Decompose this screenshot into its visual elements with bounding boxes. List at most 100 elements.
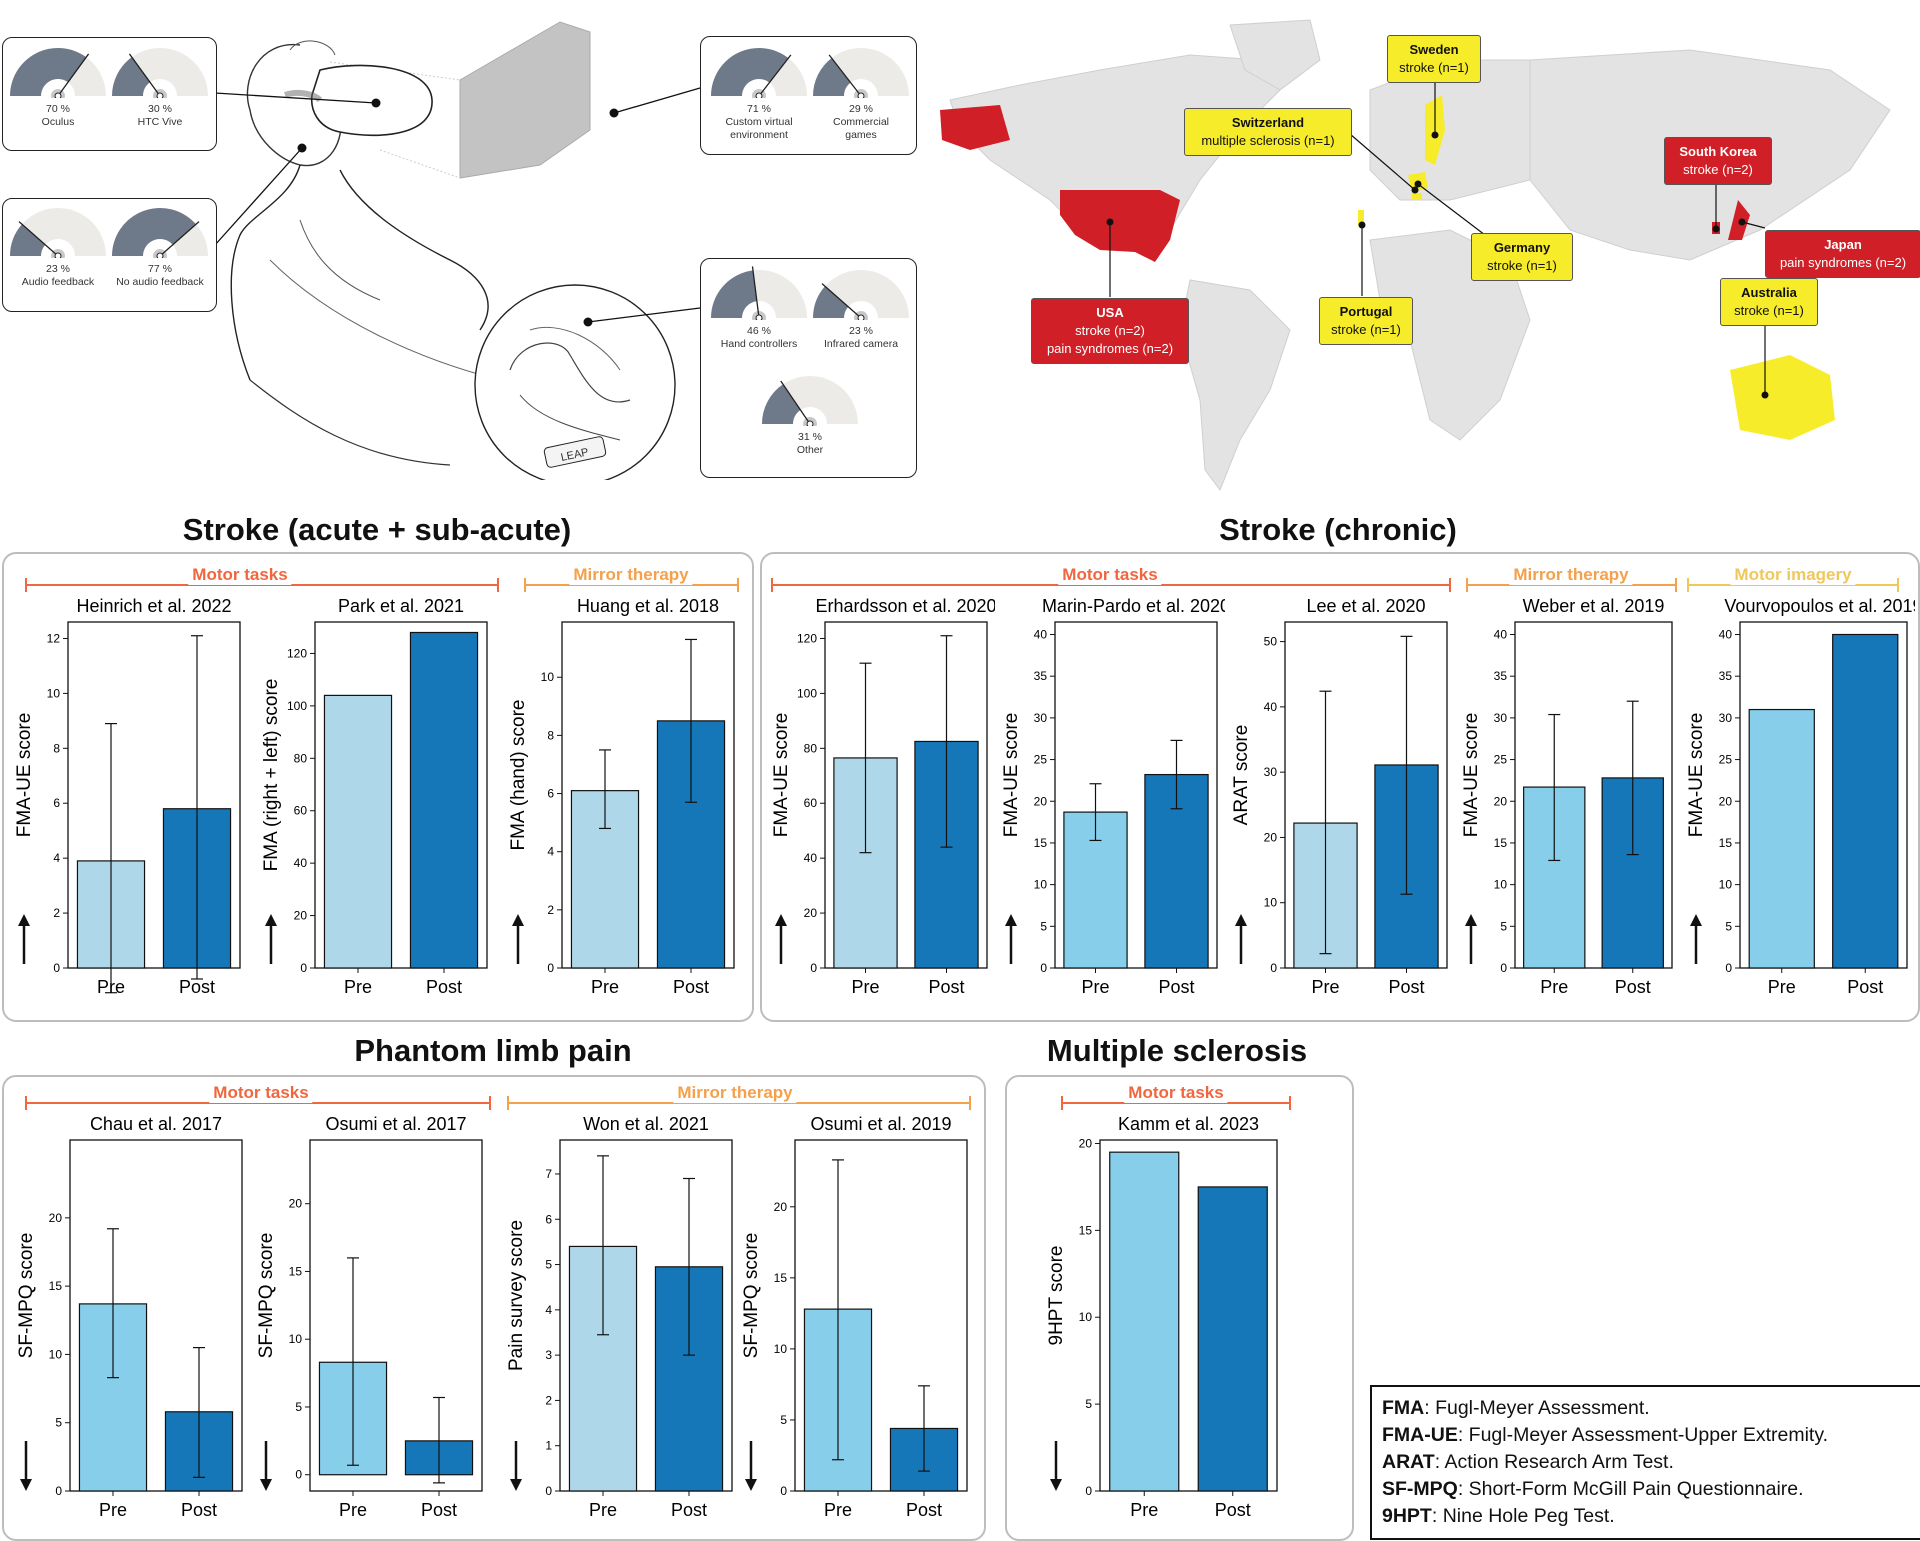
- map-label-usa-sub: stroke (n=2): [1075, 323, 1145, 338]
- group-label-ms-motor: Motor tasks: [1124, 1083, 1228, 1103]
- y-tick-label: 20: [294, 909, 308, 923]
- x-tick-label: Pre: [824, 1500, 852, 1520]
- y-axis-label: Pain survey score: [506, 1220, 527, 1371]
- y-tick-label: 80: [294, 751, 308, 765]
- gauge-needle: [828, 54, 862, 97]
- y-tick-label: 15: [774, 1271, 788, 1285]
- map-label-switzerland-sub: multiple sclerosis (n=1): [1201, 133, 1335, 148]
- gauge-no-audio-feedback-dial: [112, 208, 208, 263]
- y-tick-label: 1: [545, 1439, 552, 1453]
- gauge-infrared-camera-label: 23 % Infrared camera: [823, 325, 899, 350]
- chart-title: Chau et al. 2017: [90, 1114, 222, 1134]
- y-tick-label: 5: [295, 1400, 302, 1414]
- chart-title: Osumi et al. 2017: [325, 1114, 466, 1134]
- y-tick-label: 5: [545, 1258, 552, 1272]
- y-tick-label: 30: [1034, 711, 1048, 725]
- y-tick-label: 20: [774, 1200, 788, 1214]
- y-tick-label: 5: [1725, 919, 1732, 933]
- y-tick-label: 30: [1264, 765, 1278, 779]
- gauge-fill: [813, 286, 849, 318]
- legend-abbr: ARAT: [1382, 1451, 1435, 1473]
- group-bracket-phantom-motor: [25, 1096, 491, 1110]
- y-tick-label: 10: [1719, 878, 1733, 892]
- y-tick-label: 2: [545, 1393, 552, 1407]
- gauge-hand-controllers: 46 % Hand controllers: [707, 266, 811, 351]
- gauge-audio-feedback-label: 23 % Audio feedback: [21, 263, 95, 288]
- plot-frame: [824, 621, 988, 969]
- plot-frame: [794, 1139, 968, 1492]
- y-tick-label: 6: [547, 787, 554, 801]
- gauge-commercial-games-dial: [813, 48, 909, 103]
- improvement-arrow-head: [260, 1479, 272, 1491]
- gauge-infrared-camera-dial: [813, 270, 909, 325]
- bar: [1832, 633, 1899, 969]
- group-label-chronic-imagery: Motor imagery: [1730, 565, 1856, 585]
- gauge-fill: [10, 224, 46, 256]
- legend-abbr: FMA-UE: [1382, 1424, 1458, 1446]
- y-tick-label: 0: [1725, 961, 1732, 975]
- gauge-infrared-camera: 23 % Infrared camera: [809, 266, 913, 351]
- leap-device-label: LEAP: [560, 446, 590, 464]
- y-tick-label: 100: [797, 686, 817, 700]
- y-tick-label: 0: [55, 1484, 62, 1498]
- gauge-hand-controllers-label: 46 % Hand controllers: [720, 325, 798, 350]
- map-label-japan: Japan pain syndromes (n=2): [1765, 230, 1920, 278]
- y-tick-label: 35: [1494, 669, 1508, 683]
- group-bracket-chronic-imagery: [1687, 578, 1899, 592]
- group-bracket-ms-motor: [1061, 1096, 1291, 1110]
- virtual-screen-shape: [460, 22, 590, 178]
- y-tick-label: 40: [294, 856, 308, 870]
- chart-weber-2019: Weber et al. 20190510152025303540FMA-UE …: [1461, 596, 1673, 997]
- y-tick-label: 0: [545, 1484, 552, 1498]
- x-tick-label: Post: [1158, 977, 1194, 997]
- y-tick-label: 20: [1079, 1136, 1093, 1150]
- map-south-america: [1179, 279, 1291, 492]
- y-axis-label: FMA-UE score: [1686, 713, 1707, 838]
- y-tick-label: 6: [545, 1212, 552, 1226]
- map-label-australia: Australia stroke (n=1): [1720, 278, 1818, 326]
- improvement-arrow-head: [1050, 1479, 1062, 1491]
- chart-title: Lee et al. 2020: [1306, 596, 1425, 616]
- y-tick-label: 20: [1264, 830, 1278, 844]
- leap-device-shape: [543, 436, 607, 468]
- y-tick-label: 0: [300, 961, 307, 975]
- x-tick-label: Post: [671, 1500, 707, 1520]
- y-axis-label: 9HPT score: [1046, 1246, 1067, 1346]
- gauge-oculus: 70 % Oculus: [6, 44, 110, 129]
- bar: [1748, 708, 1815, 969]
- improvement-arrow-head: [1235, 914, 1247, 926]
- group-label-chronic-motor: Motor tasks: [1058, 565, 1162, 585]
- improvement-arrow-head: [510, 1479, 522, 1491]
- gauge-other-tracking: 31 % Other: [758, 372, 862, 457]
- y-tick-label: 15: [1079, 1223, 1093, 1237]
- improvement-arrow-head: [1005, 914, 1017, 926]
- y-tick-label: 40: [1494, 628, 1508, 642]
- x-tick-label: Pre: [97, 977, 125, 997]
- gauge-fill: [711, 270, 757, 318]
- map-label-portugal-sub: stroke (n=1): [1331, 322, 1401, 337]
- y-axis-label: FMA-UE score: [14, 713, 35, 838]
- section-title-ms: Multiple sclerosis: [1046, 1033, 1308, 1068]
- y-tick-label: 50: [1264, 635, 1278, 649]
- chart-marin-pardo-2020: Marin-Pardo et al. 20200510152025303540F…: [1001, 596, 1225, 997]
- map-label-switzerland-title: Switzerland: [1231, 115, 1305, 130]
- y-axis-label: SF-MPQ score: [741, 1233, 762, 1359]
- map-label-south-korea: South Korea stroke (n=2): [1664, 137, 1772, 185]
- y-tick-label: 5: [1500, 919, 1507, 933]
- plot-frame: [1099, 1139, 1278, 1492]
- x-tick-label: Pre: [591, 977, 619, 997]
- x-tick-label: Pre: [339, 1500, 367, 1520]
- group-bracket-phantom-mirror: [507, 1096, 971, 1110]
- y-tick-label: 7: [545, 1167, 552, 1181]
- y-tick-label: 5: [55, 1416, 62, 1430]
- gauge-needle: [57, 53, 90, 97]
- gauge-commercial-games-label: 29 % Commercial games: [832, 103, 889, 141]
- gauge-fill: [112, 57, 151, 96]
- legend-abbr: 9HPT: [1382, 1505, 1432, 1527]
- legend-full: : Nine Hole Peg Test.: [1431, 1505, 1615, 1527]
- y-tick-label: 10: [774, 1342, 788, 1356]
- gauge-htc-vive: 30 % HTC Vive: [108, 44, 212, 129]
- y-tick-label: 40: [804, 851, 818, 865]
- gauge-fill: [112, 208, 197, 256]
